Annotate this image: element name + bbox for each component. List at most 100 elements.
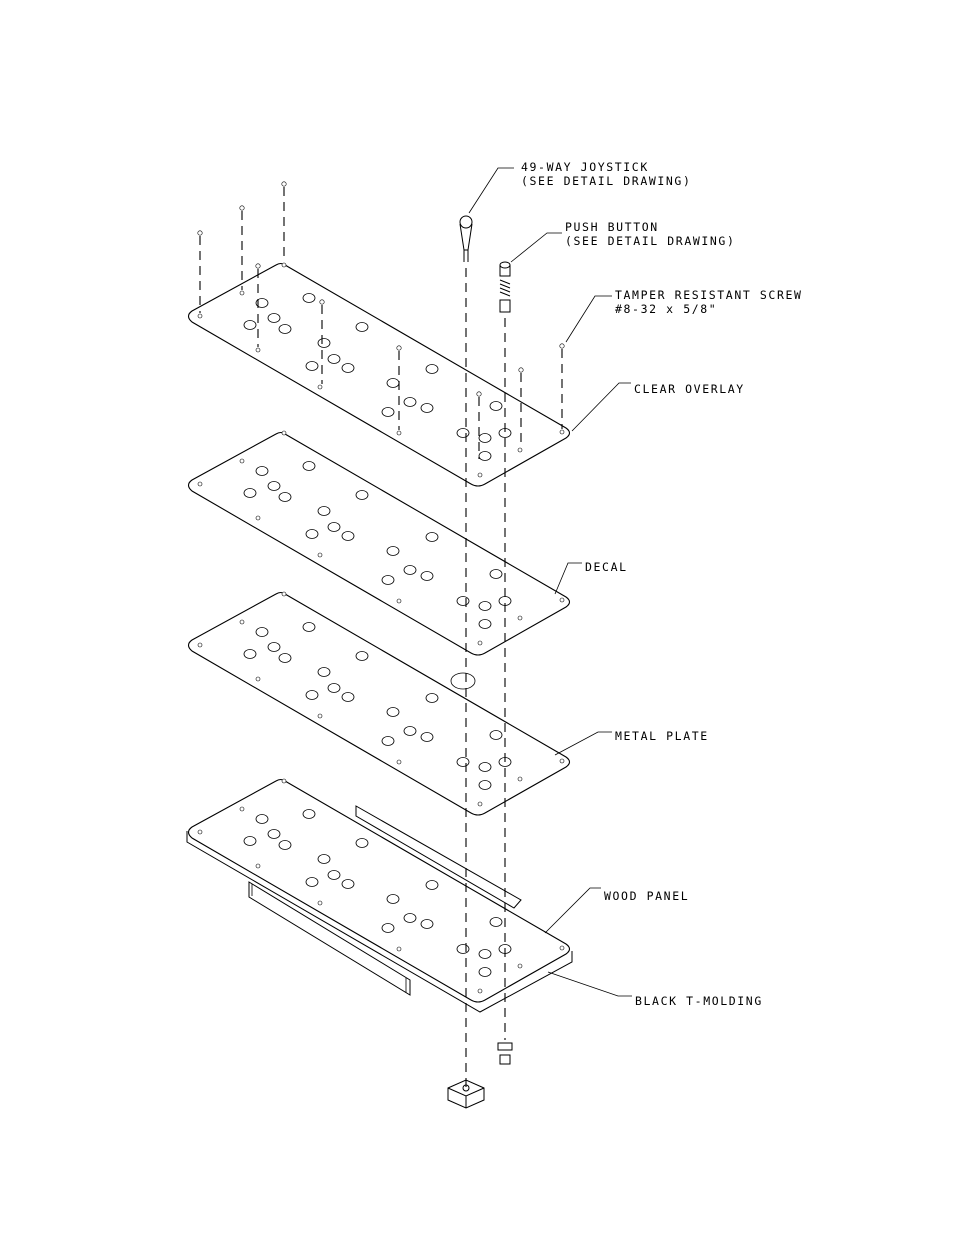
mounting-hole — [397, 947, 401, 951]
mounting-hole — [397, 599, 401, 603]
plate-hole — [342, 532, 354, 541]
mounting-hole — [282, 263, 286, 267]
screw-head — [477, 392, 481, 396]
plate-hole — [479, 968, 491, 977]
mounting-hole — [198, 314, 202, 318]
plate-hole — [490, 570, 502, 579]
plate-hole — [404, 914, 416, 923]
mounting-hole — [198, 830, 202, 834]
screw-head — [320, 300, 324, 304]
mounting-hole — [518, 448, 522, 452]
plate-hole — [318, 507, 330, 516]
plate-hole — [421, 733, 433, 742]
plate-hole — [356, 652, 368, 661]
plate-hole — [457, 429, 469, 438]
plate-hole — [387, 895, 399, 904]
plate-hole — [457, 758, 469, 767]
plate-hole — [318, 668, 330, 677]
screw-head — [282, 182, 286, 186]
plate-hole — [426, 533, 438, 542]
metal-plate-label: METAL PLATE — [615, 729, 709, 743]
joystick-label-line1: 49-WAY JOYSTICK — [521, 160, 649, 174]
plate-hole — [404, 398, 416, 407]
mounting-hole — [240, 459, 244, 463]
plate-hole — [279, 325, 291, 334]
plate-hole — [306, 878, 318, 887]
plate-hole — [479, 781, 491, 790]
mounting-hole — [282, 431, 286, 435]
plate-hole — [479, 620, 491, 629]
plate-hole — [342, 880, 354, 889]
plate-hole — [479, 763, 491, 772]
mounting-hole — [256, 348, 260, 352]
wood-panel-label: WOOD PANEL — [604, 889, 689, 903]
mounting-hole — [397, 431, 401, 435]
mounting-hole — [256, 677, 260, 681]
plate-hole — [268, 643, 280, 652]
plate-hole — [479, 452, 491, 461]
plate-hole — [303, 623, 315, 632]
mounting-hole — [198, 643, 202, 647]
plate-hole — [421, 920, 433, 929]
plate-hole — [387, 379, 399, 388]
mounting-hole — [560, 759, 564, 763]
mounting-hole — [478, 473, 482, 477]
black-t-molding-label: BLACK T-MOLDING — [635, 994, 763, 1008]
plate-hole — [328, 523, 340, 532]
plate-hole — [382, 408, 394, 417]
mounting-hole — [560, 598, 564, 602]
plate-hole — [256, 628, 268, 637]
plate-hole — [244, 321, 256, 330]
plate-hole — [356, 491, 368, 500]
mounting-hole — [256, 864, 260, 868]
plate-hole — [244, 650, 256, 659]
plate-hole — [479, 950, 491, 959]
mounting-hole — [318, 901, 322, 905]
mounting-hole — [318, 714, 322, 718]
mounting-hole — [518, 777, 522, 781]
mounting-hole — [318, 553, 322, 557]
mounting-hole — [478, 989, 482, 993]
screw-head — [560, 344, 564, 348]
screw-head — [240, 206, 244, 210]
wood-panel — [187, 780, 572, 1013]
plate-hole — [426, 365, 438, 374]
plate-hole — [356, 839, 368, 848]
plate-hole — [303, 294, 315, 303]
plate-hole — [279, 841, 291, 850]
plate-hole — [342, 364, 354, 373]
plate-hole — [457, 945, 469, 954]
mounting-hole — [256, 516, 260, 520]
mounting-hole — [318, 385, 322, 389]
plate-hole — [457, 597, 469, 606]
mounting-hole — [560, 946, 564, 950]
plate-hole — [387, 708, 399, 717]
screw-head — [256, 264, 260, 268]
pushbutton-label-line2: (SEE DETAIL DRAWING) — [565, 234, 735, 248]
plate-hole — [306, 362, 318, 371]
plate-hole — [328, 871, 340, 880]
mounting-hole — [560, 430, 564, 434]
mounting-hole — [240, 291, 244, 295]
mounting-hole — [240, 620, 244, 624]
plate-hole — [421, 572, 433, 581]
joystick-label-line2: (SEE DETAIL DRAWING) — [521, 174, 691, 188]
screw-head — [519, 368, 523, 372]
wood-panel-top — [189, 780, 570, 1003]
plate-hole — [244, 837, 256, 846]
screw-head — [198, 231, 202, 235]
mounting-hole — [478, 802, 482, 806]
plate-hole — [490, 402, 502, 411]
plate-hole — [382, 924, 394, 933]
mounting-hole — [397, 760, 401, 764]
screw-label-line1: TAMPER RESISTANT SCREW — [615, 288, 803, 302]
plate-hole — [404, 566, 416, 575]
plate-hole — [256, 815, 268, 824]
plate-hole — [328, 355, 340, 364]
plate-hole — [356, 323, 368, 332]
plate-hole — [421, 404, 433, 413]
mounting-hole — [282, 779, 286, 783]
plate-hole — [382, 737, 394, 746]
pushbutton-label-line1: PUSH BUTTON — [565, 220, 659, 234]
